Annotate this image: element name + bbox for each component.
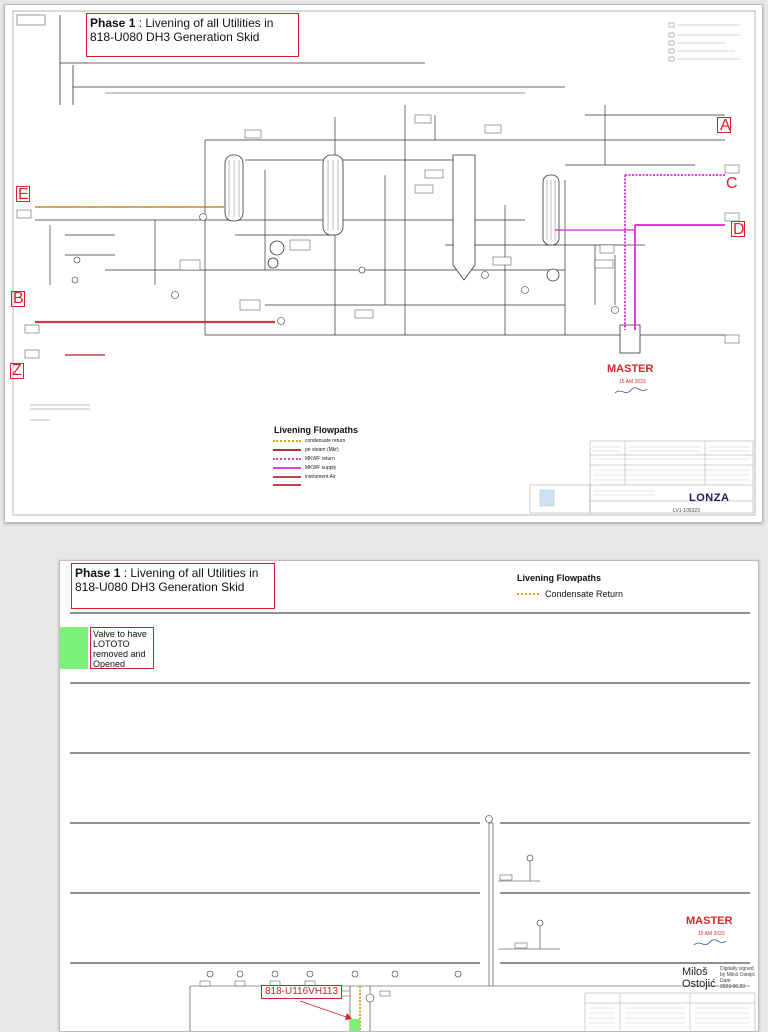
phase-title-box: Phase 1 : Livening of all Utilities in 8… bbox=[86, 13, 299, 57]
legend-row-2: Condensate Return bbox=[517, 589, 623, 599]
signer-last-name: Ostojić bbox=[682, 978, 716, 990]
pid-schematic-1 bbox=[12, 10, 756, 516]
legend-label: pe steam (Mkr) bbox=[305, 447, 339, 453]
legend-row: MKWF return bbox=[273, 456, 335, 462]
marker-box-d bbox=[731, 221, 745, 237]
lototo-legend-swatch bbox=[60, 627, 88, 669]
signer-name: Miloš Ostojić bbox=[682, 966, 716, 990]
marker-letter-c: C bbox=[726, 175, 738, 192]
phase-title-text: : Livening of all Utilities in 818-U080 … bbox=[90, 16, 274, 44]
lototo-legend-label: Valve to have LOTOTO removed and Opened bbox=[90, 627, 154, 669]
legend-row: pe steam (Mkr) bbox=[273, 447, 339, 453]
marker-box-b bbox=[11, 291, 25, 307]
legend-swatch bbox=[273, 440, 301, 442]
legend-row: condensate return bbox=[273, 438, 345, 444]
legend-label: instrument Air bbox=[305, 474, 336, 480]
phase-title-bold: Phase 1 bbox=[90, 16, 136, 30]
legend-label-condensate: Condensate Return bbox=[545, 589, 624, 599]
svg-text:15 AM 2023: 15 AM 2023 bbox=[619, 379, 646, 385]
master-signature-2: 15 AM 2023 bbox=[693, 931, 727, 946]
svg-text:15 AM 2023: 15 AM 2023 bbox=[698, 931, 725, 937]
marker-letter-b: B bbox=[13, 290, 24, 307]
signer-first-name: Miloš bbox=[682, 966, 708, 978]
marker-letter-d: D bbox=[733, 221, 745, 238]
digital-signature-note: Digitally signed by Miloš Ostojić Date: … bbox=[720, 966, 756, 990]
legend-swatch bbox=[273, 449, 301, 451]
master-stamp-2: MASTER bbox=[686, 915, 733, 927]
phase-title-box-2: Phase 1 : Livening of all Utilities in 8… bbox=[71, 563, 275, 609]
pid-schematic-2 bbox=[70, 612, 756, 1031]
legend-swatch bbox=[273, 458, 301, 460]
legend-swatch-condensate bbox=[517, 593, 539, 595]
legend-row: instrument Air bbox=[273, 474, 336, 480]
marker-box-a bbox=[717, 117, 731, 133]
legend-label: condensate return bbox=[305, 438, 346, 444]
legend-row: MKWF supply bbox=[273, 465, 336, 471]
master-signature: 15 AM 2023 bbox=[614, 379, 648, 394]
marker-letter-z: Z bbox=[12, 362, 22, 379]
legend-label: MKWF return bbox=[305, 456, 335, 462]
company-logo: LONZA bbox=[689, 492, 730, 504]
legend-title: Livening Flowpaths bbox=[274, 425, 359, 435]
marker-letter-e: E bbox=[18, 186, 29, 203]
sheet-number: LV1-105323 bbox=[673, 508, 700, 514]
legend-swatch bbox=[273, 467, 301, 469]
marker-box-z bbox=[10, 363, 24, 379]
drawing-page-1: Phase 1 : Livening of all Utilities in 8… bbox=[4, 4, 763, 523]
legend-label: MKWF supply bbox=[305, 465, 337, 471]
marker-box-e bbox=[16, 186, 30, 202]
phase-title-text-2: : Livening of all Utilities in 818-U080 … bbox=[75, 566, 259, 594]
valve-tag: 818-U116VH113 bbox=[261, 985, 343, 999]
legend-swatch bbox=[273, 484, 301, 486]
phase-title-bold-2: Phase 1 bbox=[75, 566, 121, 580]
legend-swatch bbox=[273, 476, 301, 478]
master-stamp: MASTER bbox=[607, 363, 654, 375]
legend-row bbox=[273, 484, 305, 486]
drawing-page-2: Phase 1 : Livening of all Utilities in 8… bbox=[59, 560, 759, 1032]
legend-title-2: Livening Flowpaths bbox=[517, 573, 602, 583]
marker-letter-a: A bbox=[720, 117, 731, 134]
